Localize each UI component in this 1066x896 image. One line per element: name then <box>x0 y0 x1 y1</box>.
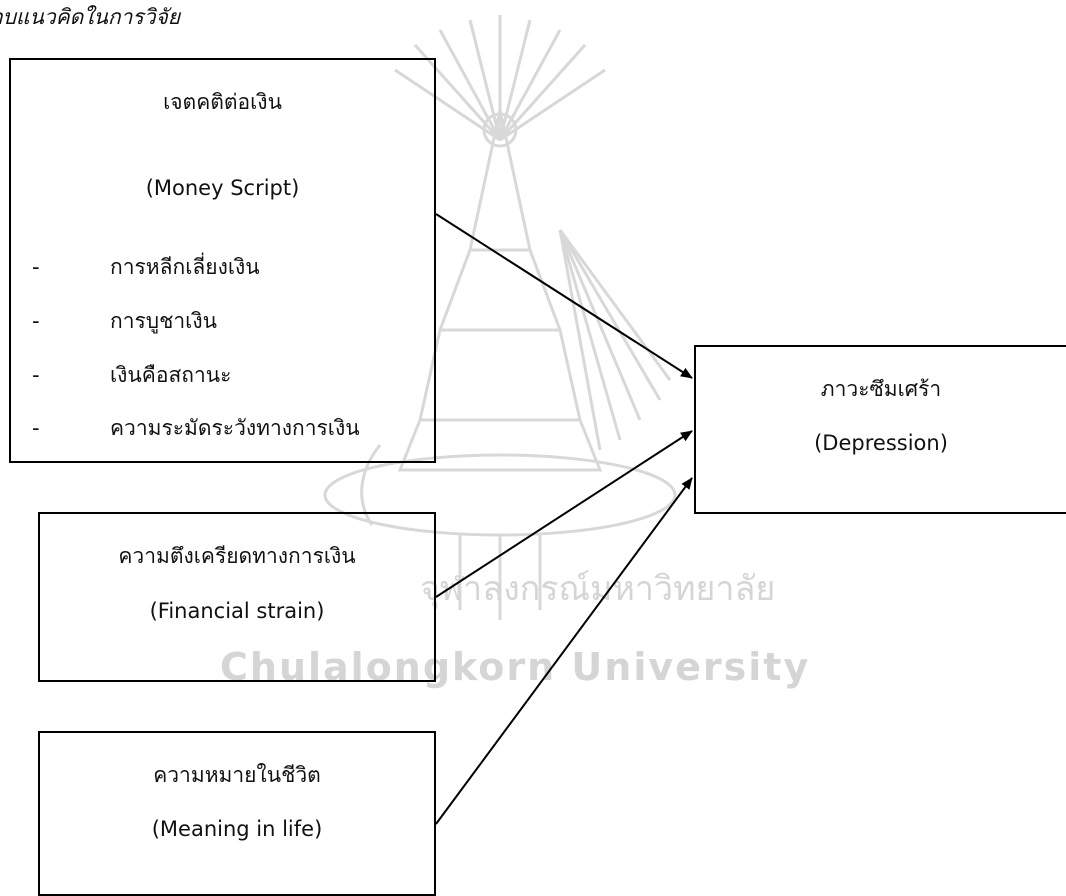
meaning-in-life-subtitle: (Meaning in life) <box>151 817 323 841</box>
bullet-dash: - <box>32 363 40 387</box>
depression-box: ภาวะซึมเศร้า (Depression) <box>694 345 1066 514</box>
item-money-avoidance: การหลีกเลี่ยงเงิน <box>110 255 260 279</box>
financial-strain-title: ความตึงเครียดทางการเงิน <box>118 544 356 568</box>
item-money-worship: การบูชาเงิน <box>110 309 217 333</box>
money-script-title: เจตคติต่อเงิน <box>163 90 282 114</box>
money-script-box: เจตคติต่อเงิน (Money Script) - การหลีกเล… <box>9 58 436 463</box>
money-script-subtitle: (Money Script) <box>145 176 300 200</box>
arrow-meaning-to-depression <box>435 477 693 825</box>
arrow-strain-to-depression <box>435 430 693 598</box>
financial-strain-box: ความตึงเครียดทางการเงิน (Financial strai… <box>38 512 436 682</box>
arrow-money-to-depression <box>435 213 693 379</box>
item-money-status: เงินคือสถานะ <box>110 363 232 387</box>
bullet-dash: - <box>32 416 40 440</box>
item-money-vigilance: ความระมัดระวังทางการเงิน <box>110 416 360 440</box>
figure-caption: กรอบแนวคิดในการวิจัย <box>0 5 181 29</box>
bullet-dash: - <box>32 309 40 333</box>
depression-title: ภาวะซึมเศร้า <box>820 377 942 401</box>
depression-subtitle: (Depression) <box>814 431 948 455</box>
bullet-dash: - <box>32 255 40 279</box>
meaning-in-life-title: ความหมายในชีวิต <box>153 763 321 787</box>
meaning-in-life-box: ความหมายในชีวิต (Meaning in life) <box>38 731 436 896</box>
financial-strain-subtitle: (Financial strain) <box>149 599 325 623</box>
watermark-thai: จุฬาลงกรณ์มหาวิทยาลัย <box>420 569 775 609</box>
